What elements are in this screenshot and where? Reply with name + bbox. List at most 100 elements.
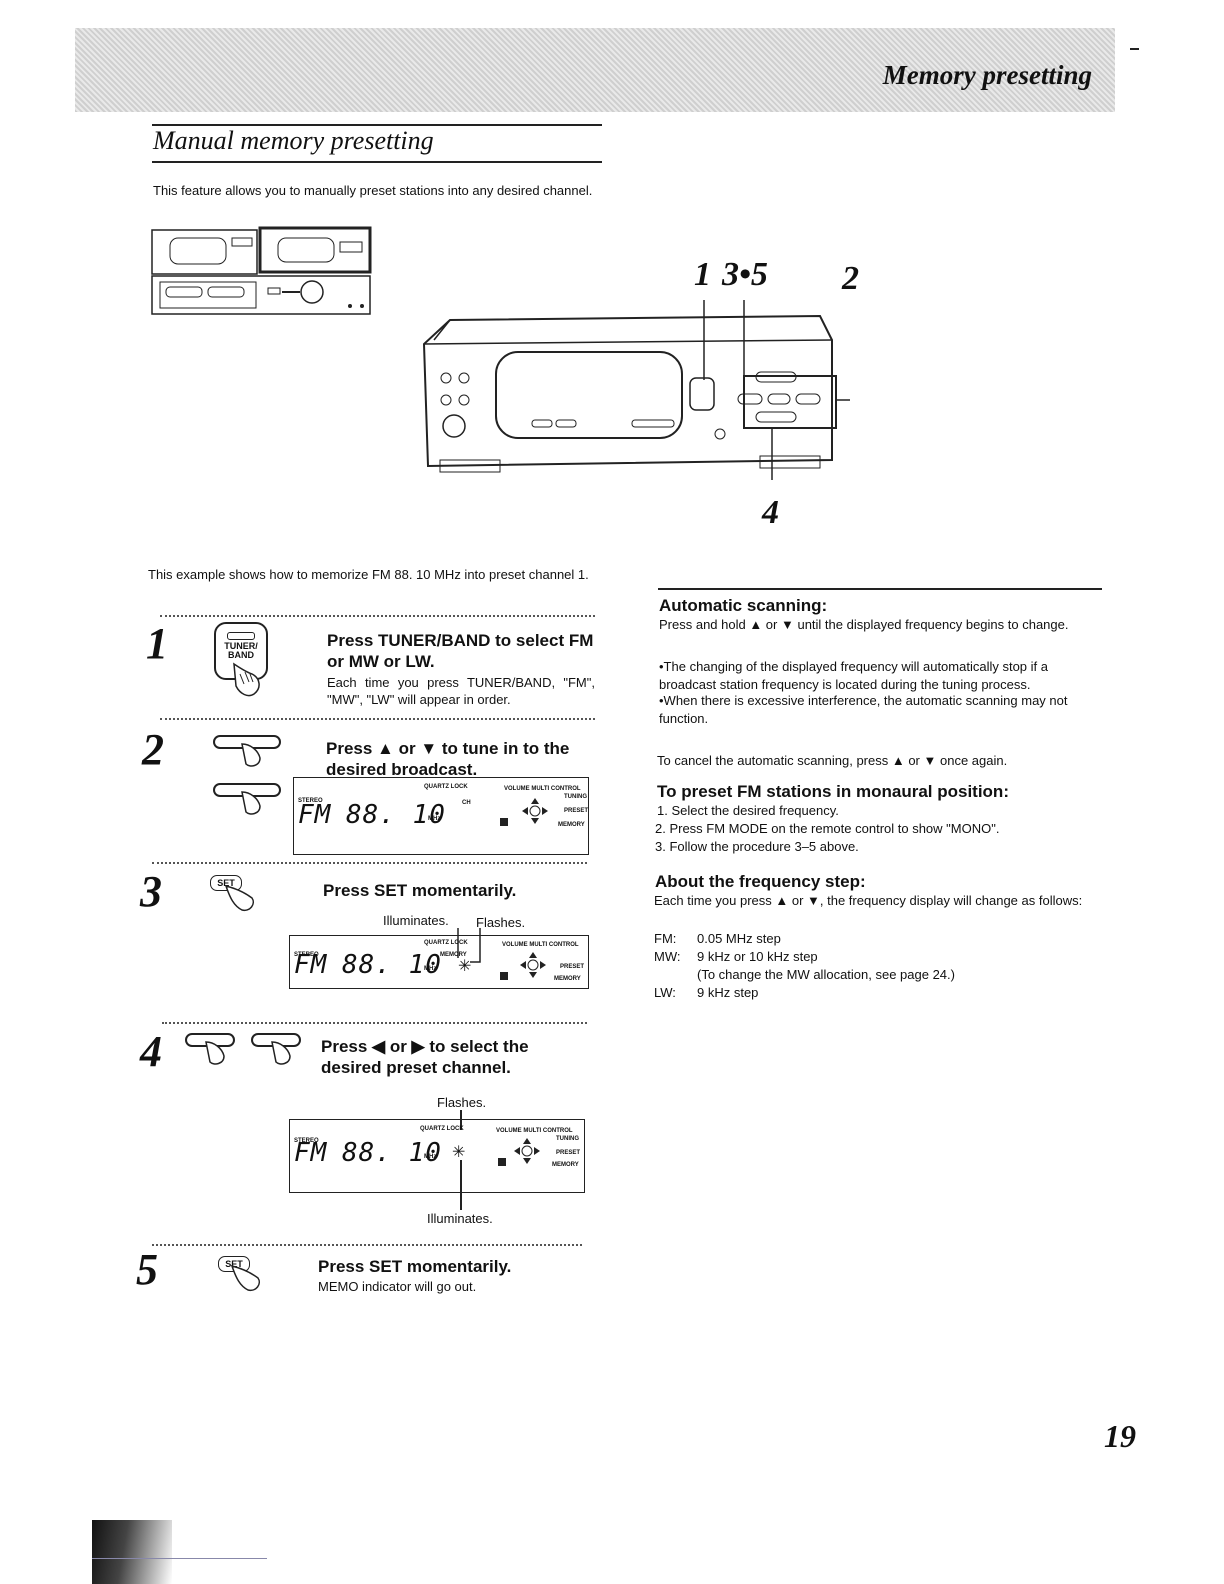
step-2-heading: Press ▲ or ▼ to tune in to the desired b… (326, 739, 570, 779)
divider-dots-2 (160, 718, 595, 720)
quartz-lock-indicator: QUARTZ LOCK (424, 784, 468, 790)
step-3-leader-lines (457, 928, 481, 963)
divider-dots-3 (152, 862, 587, 864)
step-number-1: 1 (146, 619, 168, 668)
section-title: Manual memory presetting (153, 126, 434, 155)
freq-row-lw-band: LW: (654, 985, 676, 1000)
step-4-note-illuminates: Illuminates. (427, 1211, 493, 1226)
freq-row-mw-value: 9 kHz or 10 kHz step (697, 949, 818, 964)
title-rule-top (152, 124, 602, 126)
title-rule-bottom (152, 161, 602, 163)
mhz-unit: MHz (428, 816, 441, 822)
divider-dots-5 (152, 1244, 582, 1246)
freq-row-mw-note: (To change the MW allocation, see page 2… (697, 967, 955, 982)
system-thumbnail (151, 226, 372, 315)
signal-block (500, 818, 508, 826)
cross-arrow-icon (522, 798, 548, 824)
stereo-indicator-3: STEREO (294, 952, 319, 958)
automatic-scanning-title: Automatic scanning: (659, 596, 828, 615)
tuning-label: TUNING (564, 794, 587, 800)
monaural-preset-title: To preset FM stations in monaural positi… (657, 782, 1009, 801)
stereo-indicator-4: STEREO (294, 1138, 319, 1144)
left-button-icon (185, 1033, 235, 1065)
frequency-step-text: Each time you press ▲ or ▼, the frequenc… (654, 893, 1083, 908)
tuner-band-button-label: TUNER/ BAND (224, 641, 258, 660)
frequency-readout: 88. 10 (346, 800, 446, 830)
callout-step-4: 4 (762, 494, 779, 531)
callout-step-3-5: 3•5 (722, 256, 768, 293)
volume-label-3: VOLUME MULTI CONTROL (502, 942, 579, 948)
leader-line-illuminates (460, 1160, 462, 1210)
cross-arrow-icon-4 (514, 1138, 540, 1164)
intro-text: This feature allows you to manually pres… (153, 183, 593, 198)
divider-dots-4 (162, 1022, 587, 1024)
callout-step-2: 2 (842, 260, 859, 297)
cancel-scanning-text: To cancel the automatic scanning, press … (657, 753, 1008, 768)
mhz-unit-3: MHz (424, 966, 437, 972)
flash-star-icon: ✳ (458, 958, 472, 975)
set-button-icon: SET (210, 875, 242, 891)
step-3-heading: Press SET momentarily. (323, 881, 517, 900)
step-number-2: 2 (142, 725, 164, 774)
display-panel-step-3: STEREO QUARTZ LOCK MEMORY VOLUME MULTI C… (289, 935, 589, 989)
monaural-step-2: 2. Press FM MODE on the remote control t… (655, 821, 1000, 836)
down-button-icon (213, 783, 281, 815)
band-readout: FM (298, 800, 332, 830)
right-column-rule (658, 588, 1102, 590)
frequency-readout-3: 88. 10 (342, 950, 442, 980)
memory-label-3: MEMORY (554, 976, 581, 982)
cross-arrow-icon-3 (520, 952, 546, 978)
preset-label: PRESET (564, 808, 589, 814)
memo-indicator-3: MEMORY (440, 952, 467, 958)
mhz-unit-4: MHz (424, 1154, 437, 1160)
pointing-hand-icon (233, 662, 260, 697)
memory-label: MEMORY (558, 822, 585, 828)
scan-shadow (92, 1520, 172, 1584)
step-1-body: Each time you press TUNER/BAND, "FM", "M… (327, 675, 595, 707)
display-panel-step-2: STEREO QUARTZ LOCK CH VOLUME MULTI CONTR… (293, 777, 589, 855)
step-4-heading: Press ◀ or ▶ to select the desired prese… (321, 1037, 529, 1077)
tuning-label-4: TUNING (556, 1136, 579, 1142)
step-number-5: 5 (136, 1245, 158, 1294)
preset-label-3: PRESET (560, 964, 585, 970)
automatic-scanning-bullet-2: •When there is excessive interference, t… (659, 693, 1068, 726)
header-banner (75, 28, 1115, 112)
step-5-body: MEMO indicator will go out. (318, 1279, 477, 1294)
corner-mark (1130, 48, 1139, 50)
band-readout-3: FM (294, 950, 328, 980)
callout-step-1: 1 (694, 256, 711, 293)
leader-line-flashes (460, 1110, 462, 1130)
divider-dots-1 (160, 615, 595, 617)
header-title: Memory presetting (882, 60, 1092, 90)
automatic-scanning-bullet-1: •The changing of the displayed frequency… (659, 659, 1048, 692)
ch-indicator: CH (462, 800, 471, 806)
flash-star-icon-4: ✳ (452, 1144, 466, 1161)
example-text: This example shows how to memorize FM 88… (148, 567, 589, 582)
pointing-hand-icon-5 (230, 1264, 260, 1292)
automatic-scanning-text: Press and hold ▲ or ▼ until the displaye… (659, 617, 1069, 632)
display-panel-step-4: STEREO QUARTZ LOCK VOLUME MULTI CONTROL … (289, 1119, 585, 1193)
page-number: 19 (1104, 1418, 1136, 1454)
monaural-step-1: 1. Select the desired frequency. (657, 803, 839, 818)
signal-block-4 (498, 1158, 506, 1166)
memory-label-4: MEMORY (552, 1162, 579, 1168)
freq-row-lw-value: 9 kHz step (697, 985, 759, 1000)
monaural-step-3: 3. Follow the procedure 3–5 above. (655, 839, 859, 854)
volume-multi-control-label: VOLUME MULTI CONTROL (504, 786, 581, 792)
freq-row-fm-value: 0.05 MHz step (697, 931, 781, 946)
step-5-heading: Press SET momentarily. (318, 1257, 512, 1276)
bottom-thin-line (92, 1558, 267, 1559)
signal-block-3 (500, 972, 508, 980)
volume-label-4: VOLUME MULTI CONTROL (496, 1128, 573, 1134)
band-readout-4: FM (294, 1138, 328, 1168)
step-1-heading: Press TUNER/BAND to select FM or MW or L… (327, 631, 594, 671)
step-4-note-flashes: Flashes. (437, 1095, 487, 1110)
frequency-readout-4: 88. 10 (342, 1138, 442, 1168)
up-button-icon (213, 735, 281, 767)
frequency-step-title: About the frequency step: (655, 872, 866, 891)
tuner-unit-diagram (422, 300, 850, 480)
step-3-note-illuminates: Illuminates. (383, 913, 449, 928)
freq-row-fm-band: FM: (654, 931, 677, 946)
right-button-icon (251, 1033, 301, 1065)
quartz-lock-indicator-3: QUARTZ LOCK (424, 940, 468, 946)
